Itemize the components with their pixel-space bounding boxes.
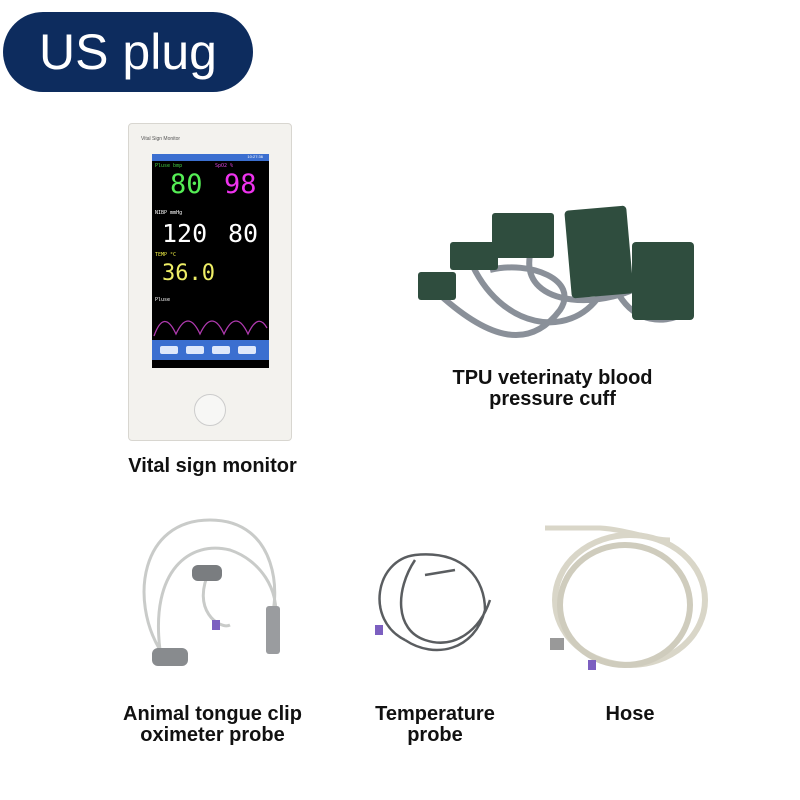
oximeter-probe-image — [142, 518, 280, 666]
spo2-label: SpO2 % — [215, 163, 234, 169]
bp-cuffs-image — [418, 205, 694, 338]
caption-temperature: Temperature probe — [375, 703, 495, 746]
us-plug-badge: US plug — [3, 12, 253, 92]
spo2-value: 98 — [224, 169, 257, 200]
pulse-value: 80 — [170, 169, 203, 200]
vital-sign-monitor-image: Vital Sign Monitor 10:27:36 Pluse bmp Sp… — [128, 123, 292, 441]
caption-oximeter: Animal tongue clip oximeter probe — [123, 703, 302, 746]
hose-image — [545, 525, 708, 670]
caption-cuff: TPU veterinaty blood pressure cuff — [452, 367, 653, 410]
pulse-label: Pluse bmp — [155, 163, 183, 169]
sys-value: 120 — [162, 219, 208, 248]
monitor-screen: 10:27:36 Pluse bmp SpO2 % 80 98 NIBP mmH… — [152, 154, 269, 368]
screen-time: 10:27:36 — [247, 154, 263, 159]
device-title: Vital Sign Monitor — [141, 136, 181, 142]
temp-value: 36.0 — [162, 261, 215, 286]
nibp-label: NIBP mmHg — [155, 210, 183, 216]
temperature-probe-image — [375, 553, 492, 652]
wave-label: Pluse — [155, 297, 171, 303]
caption-hose: Hose — [605, 703, 655, 725]
caption-monitor: Vital sign monitor — [128, 455, 297, 477]
screen-button-bar — [152, 340, 269, 360]
dia-value: 80 — [228, 219, 259, 248]
home-button — [194, 394, 226, 426]
temp-label: TEMP °C — [155, 252, 177, 258]
